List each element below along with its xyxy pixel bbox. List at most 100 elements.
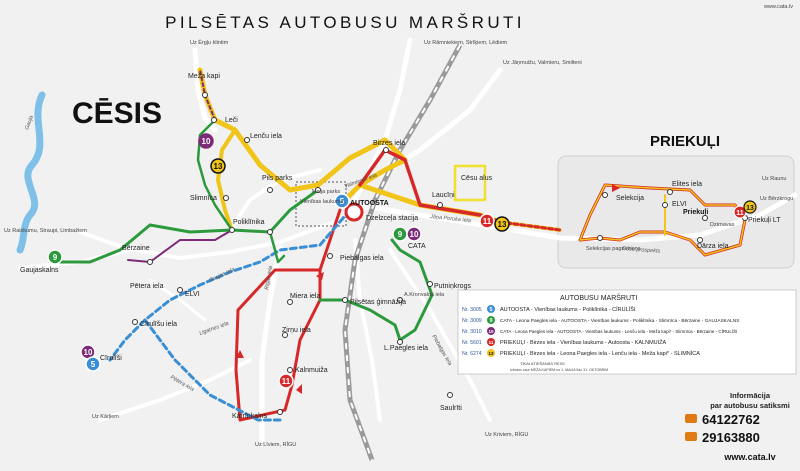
badge-10c-text: 10 [410,230,419,239]
stop-dzirnavas: Dzirnavas [710,222,735,228]
stop-meza-kapi: Meža kapi [188,73,220,80]
legend-row-0: Nr. 3005 5 AUTOOSTA - Vienības laukums -… [462,305,636,313]
info-url: www.cata.lv [723,452,775,462]
legend-badge-0: 5 [489,307,492,313]
street-cesu-prosp: Cēsu prospekts [622,246,661,255]
legend-text-3: PRIEKUĻI - Birzes iela - Vienības laukum… [500,338,667,346]
badge-10b-text: 10 [84,348,93,357]
legend-text-0: AUTOOSTA - Vienības laukums - Poliklīnik… [500,306,636,313]
mobile-icon [685,432,697,441]
stop-saulriti: Saulrīti [440,405,462,412]
stop-lpaegles: L.Paegles iela [384,345,428,352]
stop-putnins: Putniņkrogs [434,283,471,290]
legend-badge-2: 10 [488,329,494,334]
stop-selekcija: Selekcija [616,195,644,202]
map-title: PILSĒTAS AUTOBUSU MARŠRUTI [165,13,525,32]
badge-13-text: 13 [214,162,223,171]
legend-badge-3: 11 [489,340,494,345]
legend-note-1: TIKAI ATIEŠANĀS REISI [520,361,565,366]
badge-9-text: 9 [53,253,58,262]
stop-kronvalda: A.Kronvalda iela [404,292,445,298]
dir-karliem: Uz Kārļiem [92,414,119,420]
stop-piebalgas: Piebalgas iela [340,255,384,262]
legend-title: AUTOBUSU MARŠRUTI [560,293,637,302]
stop-laucini: Laucīņi [432,192,455,199]
badge-5b-text: 5 [91,360,96,369]
stop-pils-parks: Pils parks [262,175,293,182]
street-rigas: Rīgas iela [264,266,274,291]
direction-labels: Uz Ērgļu klintim Uz Rāmniekiem, Strīķiem… [4,39,793,448]
stop-cirulisi: Cīrulīši [100,355,122,362]
stop-zirnu: Zirņu iela [282,327,311,334]
stop-priekuli: Priekuļi [683,209,708,216]
legend-text-1: CATA - Leona Paegles iela - AUTOOSTA - V… [500,318,740,324]
badge-9b-text: 9 [398,230,403,239]
dir-raiskumu: Uz Raiskumu, Straupi, Limbažiem [4,228,87,234]
stop-labels: Meža kapi Leči Lenču iela Slimnīca Pils … [20,73,781,420]
legend: AUTOBUSU MARŠRUTI Nr. 3005 5 AUTOOSTA - … [457,289,797,375]
route-badges: 10 13 5 9 10 5 9 10 11 13 11 11 13 [47,133,757,389]
river-gauja [16,91,46,254]
legend-row-2: Nr. 3010 10 CATA - Leona Paegles iela - … [462,327,737,335]
legend-nr-0: Nr. 3005 [462,307,482,313]
dir-jaunmuizu: Uz Jāņmuižu, Valmieru, Smilteni [503,60,582,66]
stop-gimnazija: Pilsētas ģimnāzija [350,298,406,306]
info-phone1: 64122762 [702,412,760,427]
autoosta-marker [344,202,364,222]
street-poruka: Jāņa Poruka iela [429,214,471,224]
stop-lencu: Lenču iela [250,133,282,140]
legend-row-3: Nr. 5601 11 PRIEKUĻI - Birzes iela - Vie… [462,338,667,346]
badge-13c-text: 13 [746,205,754,212]
legend-text-2: CATA - Leona Paegles iela - AUTOOSTA - V… [500,328,737,334]
stop-elvi-priekuli: ELVI [672,201,687,208]
dir-ramniekiem: Uz Rāmniekiem, Strīķiem, Lēdiem [424,40,508,46]
badge-10-text: 10 [202,137,211,146]
stop-cirulisu-iela: Cīrulīšu iela [140,321,177,328]
stop-vienibas-laukums: Vienības laukums [300,199,344,205]
stop-leci: Leči [225,117,238,124]
stop-dzelzcela: Dzelzceļa stacija [366,215,418,222]
legend-nr-3: Nr. 5601 [462,340,482,346]
stop-miera: Miera iela [290,293,320,300]
river-label: Gauja [24,115,35,131]
stop-slimnica: Slimnīca [190,195,217,202]
info-block: Informācija par autobusu satiksmi 641227… [685,391,790,462]
legend-box [457,289,797,375]
legend-badge-1: 9 [489,318,492,324]
badge-11-text: 11 [483,217,492,226]
info-line1: Informācija [730,391,771,400]
dir-berzkrogu: Uz Bērzkrogu [760,196,793,202]
legend-nr-4: Nr. 6274 [462,351,482,357]
legend-note-2: Izbrauc caur MEŽA KAPIEM no 1. MAIJA līd… [510,367,608,372]
stop-katrinkalns: Katrīnkalns [232,413,268,420]
town-priekuli: PRIEKUĻI [650,133,720,150]
legend-row-1: Nr. 3009 9 CATA - Leona Paegles iela - A… [462,316,740,324]
dir-erglu: Uz Ērgļu klintim [190,39,229,46]
dir-livani: Uz Līviem, RĪGU [255,441,296,448]
legend-row-4: Nr. 6274 13 PRIEKUĻI - Birzes iela - Leo… [462,349,700,357]
stop-maija-parks: Maija parks [312,189,340,195]
top-url: www.cata.lv [763,4,793,10]
town-cesis: CĒSIS [72,97,162,130]
legend-badge-4: 13 [488,351,494,356]
stop-elvi: ELVI [185,291,200,298]
stop-elites: Elites iela [672,181,702,188]
dir-kriviem: Uz Kriviem, RĪGU [485,431,528,438]
badge-11b-text: 11 [282,377,291,386]
info-line2: par autobusu satiksmi [710,401,790,410]
badge-5-text: 5 [340,197,345,206]
info-phone2: 29163880 [702,430,760,445]
stop-autoosta: AUTOOSTA [350,200,389,207]
badge-13b-text: 13 [498,220,507,229]
stop-cesu-alus: Cēsu alus [461,175,493,182]
stop-priekuli-lt: Priekuļi LT [748,217,781,224]
railway [342,43,463,461]
stop-berzaine: Bērzaine [122,245,150,252]
direction-arrows [236,184,620,394]
stop-gaujaskalns: Gaujaskalns [20,267,59,274]
phone-icon [685,414,697,423]
stop-poliklinika: Poliklīnika [233,219,265,226]
stop-birzes: Birzes iela [373,140,405,147]
